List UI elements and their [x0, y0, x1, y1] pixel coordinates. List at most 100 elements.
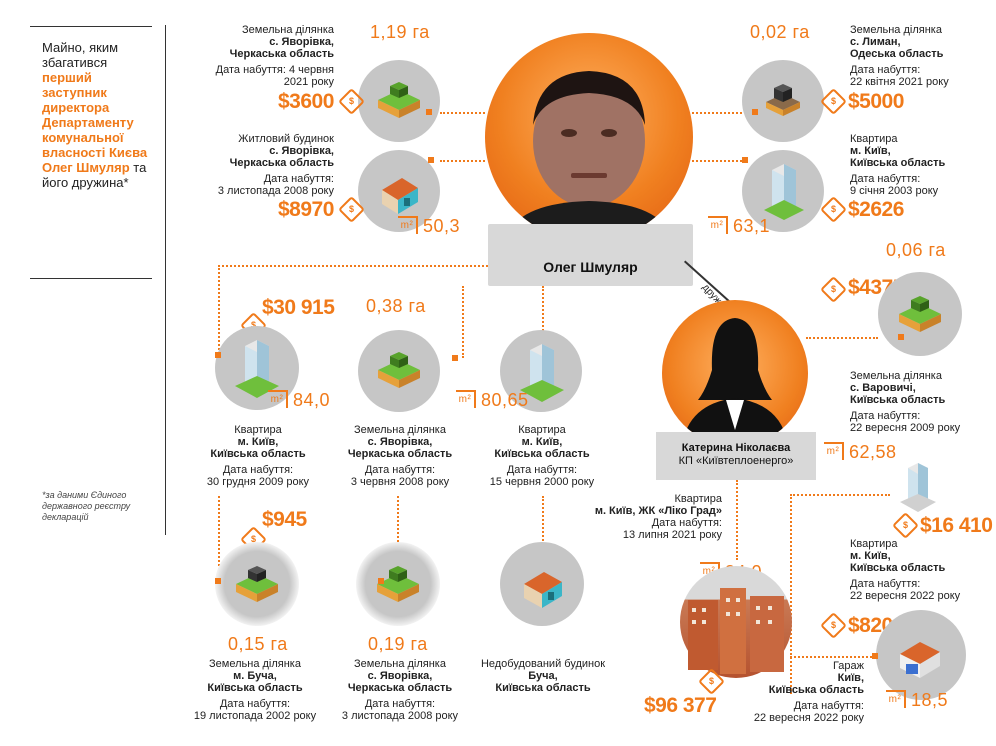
- asset-a2-circle: [358, 150, 440, 232]
- connector-dot: [742, 157, 748, 163]
- main-person-photo: [485, 33, 693, 241]
- connector-w3: [736, 480, 738, 560]
- asset-a4-price: $2626: [848, 198, 904, 221]
- asset-a4-info: Квартира м. Київ, Київська область Дата …: [850, 133, 946, 197]
- top-divider: [30, 26, 152, 27]
- connector-a6: [462, 286, 464, 358]
- square-meter-icon: m²: [824, 442, 844, 461]
- asset-a1-size: 1,19 га: [370, 22, 430, 42]
- asset-w3-photo: [680, 566, 792, 678]
- intro-text: Майно, яким збагатився перший заступник …: [42, 40, 160, 190]
- connector-dot: [426, 109, 432, 115]
- asset-w2-info: Квартира м. Київ, Київська область Дата …: [850, 538, 961, 602]
- asset-a3-price: $5000: [848, 90, 904, 113]
- wife-name-box: Катерина Ніколаєва КП «Київтеплоенерго»: [656, 432, 816, 480]
- connector-a3: [692, 112, 742, 114]
- main-person-name: Олег Шмуляр: [488, 224, 693, 286]
- wife-org: КП «Київтеплоенерго»: [678, 455, 794, 467]
- asset-a5-circle: [215, 326, 299, 410]
- connector-dot: [752, 109, 758, 115]
- asset-a7-info: Квартира м. Київ, Київська область Дата …: [489, 424, 595, 488]
- asset-a3-info: Земельна ділянка с. Лиман, Одеська облас…: [850, 24, 949, 88]
- asset-a3-circle: [742, 60, 824, 142]
- footnote: *за даними Єдиного державного реєстру де…: [42, 490, 131, 522]
- land-plot-icon: [766, 84, 800, 116]
- square-meter-icon: m²: [886, 690, 906, 709]
- connector-wife-down: [790, 494, 792, 694]
- land-plot-icon: [377, 566, 419, 602]
- house-icon: [524, 572, 562, 608]
- asset-a9-info: Земельна ділянка с. Яворівка, Черкаська …: [341, 658, 459, 722]
- asset-a7-circle: [500, 330, 582, 412]
- land-plot-icon: [378, 352, 420, 388]
- silhouette-icon: [682, 318, 788, 446]
- asset-a8-size: 0,15 га: [228, 634, 288, 654]
- intro-line1: Майно, яким збагатився: [42, 40, 119, 70]
- person-portrait-icon: [505, 71, 673, 241]
- connector-a5: [218, 265, 220, 357]
- connector-dot: [378, 578, 384, 584]
- land-plot-icon: [378, 82, 420, 118]
- asset-a5-info: Квартира м. Київ, Київська область Дата …: [206, 424, 310, 488]
- asset-w1-circle: [878, 272, 962, 356]
- connector-dot: [872, 653, 878, 659]
- apartment-building-icon: [520, 344, 564, 402]
- asset-w3-info: Квартира м. Київ, ЖК «Ліко Град» Дата на…: [594, 493, 722, 541]
- asset-a8-info: Земельна ділянка м. Буча, Київська облас…: [193, 658, 317, 722]
- asset-a8-circle: [215, 542, 299, 626]
- connector-row2: [218, 265, 488, 267]
- asset-w3-price: $96 377: [644, 694, 717, 717]
- asset-w4-circle: [876, 610, 966, 700]
- asset-a2-price: $8970: [278, 198, 334, 221]
- asset-a6-info: Земельна ділянка с. Яворівка, Черкаська …: [347, 424, 453, 488]
- wife-photo: [662, 300, 808, 446]
- connector-w1: [806, 337, 878, 339]
- asset-a6-circle: [358, 330, 440, 412]
- asset-a2-info: Житловий будинок с. Яворівка, Черкаська …: [217, 133, 334, 197]
- connector-a8: [218, 496, 220, 582]
- asset-a6-size: 0,38 га: [366, 296, 426, 316]
- intro-highlight: перший заступник директора Департаменту …: [42, 70, 148, 175]
- connector-dot: [215, 352, 221, 358]
- asset-a1-info: Земельна ділянка с. Яворівка, Черкаська …: [215, 24, 334, 88]
- connector-dot: [452, 355, 458, 361]
- intro-line2: та його дружина*: [42, 160, 147, 190]
- connector-a2: [440, 160, 485, 162]
- square-meter-icon: m²: [268, 390, 288, 409]
- asset-a1-price: $3600: [278, 90, 334, 113]
- connector-a1: [440, 112, 485, 114]
- price-tag-icon: $: [820, 612, 847, 639]
- garage-icon: [900, 642, 940, 678]
- asset-a10-info: Недобудований будинок Буча, Київська обл…: [480, 658, 606, 694]
- wife-name: Катерина Ніколаєва: [681, 442, 791, 454]
- vertical-divider: [165, 25, 166, 535]
- asset-w1-info: Земельна ділянка с. Варовичі, Київська о…: [850, 370, 961, 434]
- land-plot-icon: [899, 296, 941, 332]
- square-meter-icon: m²: [456, 390, 476, 409]
- asset-a10-circle: [500, 542, 584, 626]
- connector-w2: [790, 494, 890, 496]
- square-meter-icon: m²: [398, 216, 418, 235]
- house-icon: [382, 178, 418, 214]
- connector-a4: [692, 160, 742, 162]
- asset-w4-info: Гараж Київ, Київська область Дата набутт…: [753, 660, 864, 724]
- price-tag-icon: $: [820, 196, 847, 223]
- apartment-building-icon: [688, 588, 784, 674]
- asset-a8-price: $945: [262, 508, 307, 531]
- asset-w2-price: $16 410: [920, 514, 993, 537]
- connector-a10: [542, 496, 544, 556]
- bottom-divider: [30, 278, 152, 279]
- connector-dot: [428, 157, 434, 163]
- connector-w4: [790, 656, 876, 658]
- connector-dot: [215, 578, 221, 584]
- connector-dot: [898, 334, 904, 340]
- price-tag-icon: $: [820, 276, 847, 303]
- asset-a3-size: 0,02 га: [750, 22, 810, 42]
- square-meter-icon: m²: [708, 216, 728, 235]
